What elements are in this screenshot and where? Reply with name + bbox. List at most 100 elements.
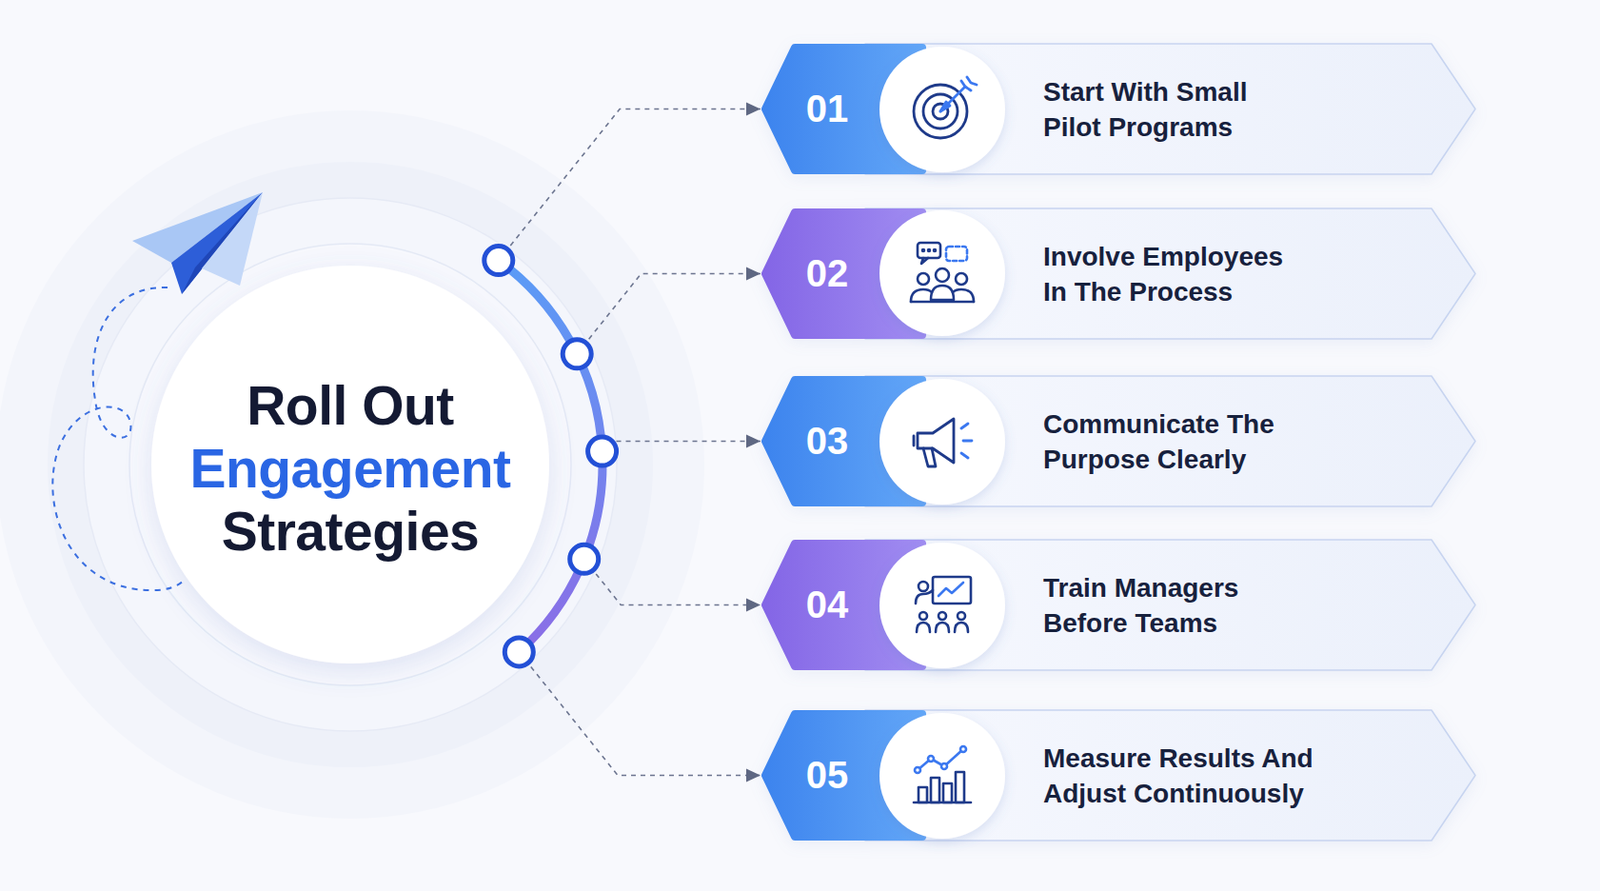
title-word: Out [361,375,455,436]
team-icon [917,242,941,258]
team-icon [952,289,974,302]
card-outline [760,207,1478,340]
growth-chart-icon [930,777,940,803]
connector-line [602,441,761,453]
training-icon [915,590,933,604]
card-outline [760,42,1478,176]
team-icon [935,268,949,282]
training-icon [932,576,971,604]
card-body [865,710,1476,841]
card-body [865,43,1476,175]
card-body [865,208,1476,339]
team-icon [921,257,929,264]
growth-chart-icon [960,746,967,752]
team-icon [930,285,954,300]
hub-title: Roll Out Engagement Strategies [164,374,536,563]
dashed-connector [602,434,761,453]
target-icon [932,103,949,119]
dashed-loop [52,287,184,591]
dashed-connector [498,102,761,261]
dashed-connector [518,651,761,783]
step-number: 02 [779,207,875,340]
connector-line [584,558,761,605]
target-icon [913,77,977,139]
step-label: Measure Results And Adjust Continuously [1043,740,1329,811]
title-word: Engagement [189,437,511,499]
halo-rings [129,243,572,686]
team-icon [955,273,968,285]
hub-circle: Roll Out Engagement Strategies [98,212,603,717]
target-icon [961,77,977,91]
arrow-head [746,598,761,613]
step-label: Communicate The Purpose Clearly [1043,406,1296,477]
growth-chart-icon [913,801,971,805]
step-card: 05 Measure Results And Adjust Continuousl… [760,709,1478,842]
paper-plane [181,192,263,295]
growth-chart-icon [941,763,948,770]
connector-line [518,651,761,776]
growth-chart-icon [914,767,921,773]
step-card: 03 Communicate The Purpose Clearly [760,375,1478,508]
arrow-head [746,434,761,449]
arc-dots [484,246,617,667]
title-word: Roll [246,375,348,436]
training-icon [918,581,929,592]
card-body [865,539,1476,671]
training-icon [957,612,966,620]
growth-chart-icon [913,746,971,803]
title-word: Strategies [221,500,480,562]
training-icon [938,612,947,620]
icon-discs [879,542,1006,669]
halo-rings [0,110,705,819]
team-icon [910,289,932,302]
progress-arc [498,260,603,652]
icon-discs [879,46,1006,173]
halo-rings [0,110,705,819]
step-number: 03 [779,375,875,508]
target-icon [923,94,958,129]
team-icon [933,249,936,252]
target-icon [940,101,950,112]
halo-rings [83,197,617,731]
growth-chart-icon [928,755,934,762]
growth-chart-icon [943,783,952,803]
team-icon [922,249,925,252]
arc-dots [504,637,534,667]
megaphone-icon [913,418,972,467]
dashed-connector [584,558,761,612]
icon-discs [879,46,1006,839]
dashed-connector [576,267,761,355]
training-icon [919,612,928,620]
megaphone-icon [917,418,954,463]
step-number: 05 [779,709,875,842]
megaphone-icon [923,448,936,467]
team-icon [928,249,930,252]
card-body [865,375,1476,507]
team-icon [910,300,974,304]
arrow-head [746,267,761,281]
step-label: Involve Employees In The Process [1043,238,1296,310]
icon-discs [879,378,1006,505]
megaphone-icon [912,435,916,446]
growth-chart-icon [955,771,965,803]
team-icon [917,273,929,285]
arc-dots [484,246,514,276]
arc-dots [570,544,599,573]
hub-disc [151,265,550,664]
halo-rings [47,161,653,768]
card-outline [760,538,1478,672]
megaphone-icon [961,423,972,458]
connector-line [498,109,761,261]
step-label: Start With Small Pilot Programs [1043,74,1282,145]
icon-discs [879,712,1006,839]
arrow-head [746,769,761,783]
step-card: 01Start With Small Pilot Programs [760,42,1478,176]
card-outline [760,375,1478,508]
step-card: 04Train Managers Before Teams [760,538,1478,672]
growth-chart-icon [917,749,964,771]
step-number: 04 [779,538,875,672]
paper-plane [201,192,263,286]
training-icon [915,576,971,633]
icon-discs [879,210,1006,336]
